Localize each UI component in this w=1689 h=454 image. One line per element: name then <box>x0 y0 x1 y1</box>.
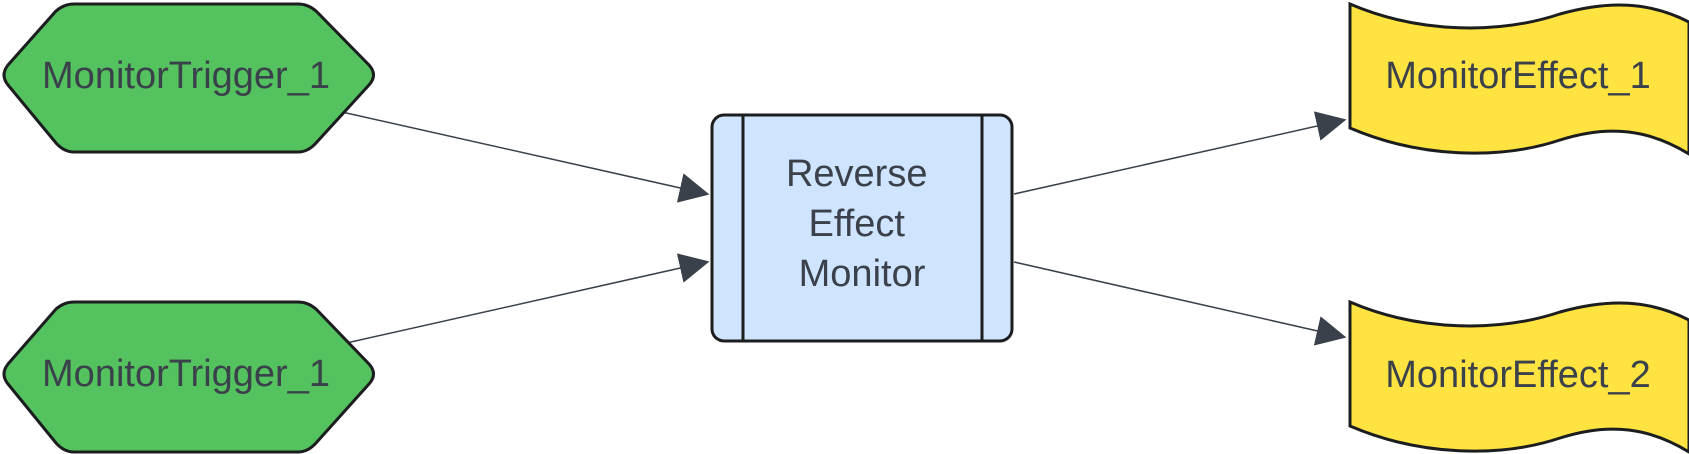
tape-shape <box>1348 299 1689 454</box>
edge-trigger-top-to-process <box>341 111 710 203</box>
trigger-node-bottom[interactable]: MonitorTrigger_1 <box>2 300 375 454</box>
edges <box>341 111 1347 346</box>
process-label: Reverse Effect Monitor <box>786 153 938 295</box>
effect-node-bottom[interactable]: MonitorEffect_2 <box>1348 299 1689 454</box>
tape-shape <box>1348 1 1689 156</box>
process-label-line-2: Effect <box>808 203 905 245</box>
process-node[interactable]: Reverse Effect Monitor <box>710 113 1014 343</box>
trigger-top-label: MonitorTrigger_1 <box>42 55 330 97</box>
effect-bottom-label: MonitorEffect_2 <box>1385 354 1650 396</box>
hexagon-shape <box>2 300 375 454</box>
edge-process-to-effect-top <box>1013 111 1347 195</box>
trigger-bottom-label: MonitorTrigger_1 <box>42 353 330 395</box>
edge-process-to-effect-bottom <box>1013 261 1347 346</box>
effect-node-top[interactable]: MonitorEffect_1 <box>1348 1 1689 156</box>
hexagon-shape <box>2 2 375 154</box>
effect-top-label: MonitorEffect_1 <box>1385 55 1650 97</box>
predefined-process-shape <box>710 113 1014 343</box>
edge-trigger-bottom-to-process <box>341 253 710 345</box>
process-label-line-3: Monitor <box>799 253 926 295</box>
process-label-line-1: Reverse <box>786 153 928 195</box>
trigger-node-top[interactable]: MonitorTrigger_1 <box>2 2 375 154</box>
